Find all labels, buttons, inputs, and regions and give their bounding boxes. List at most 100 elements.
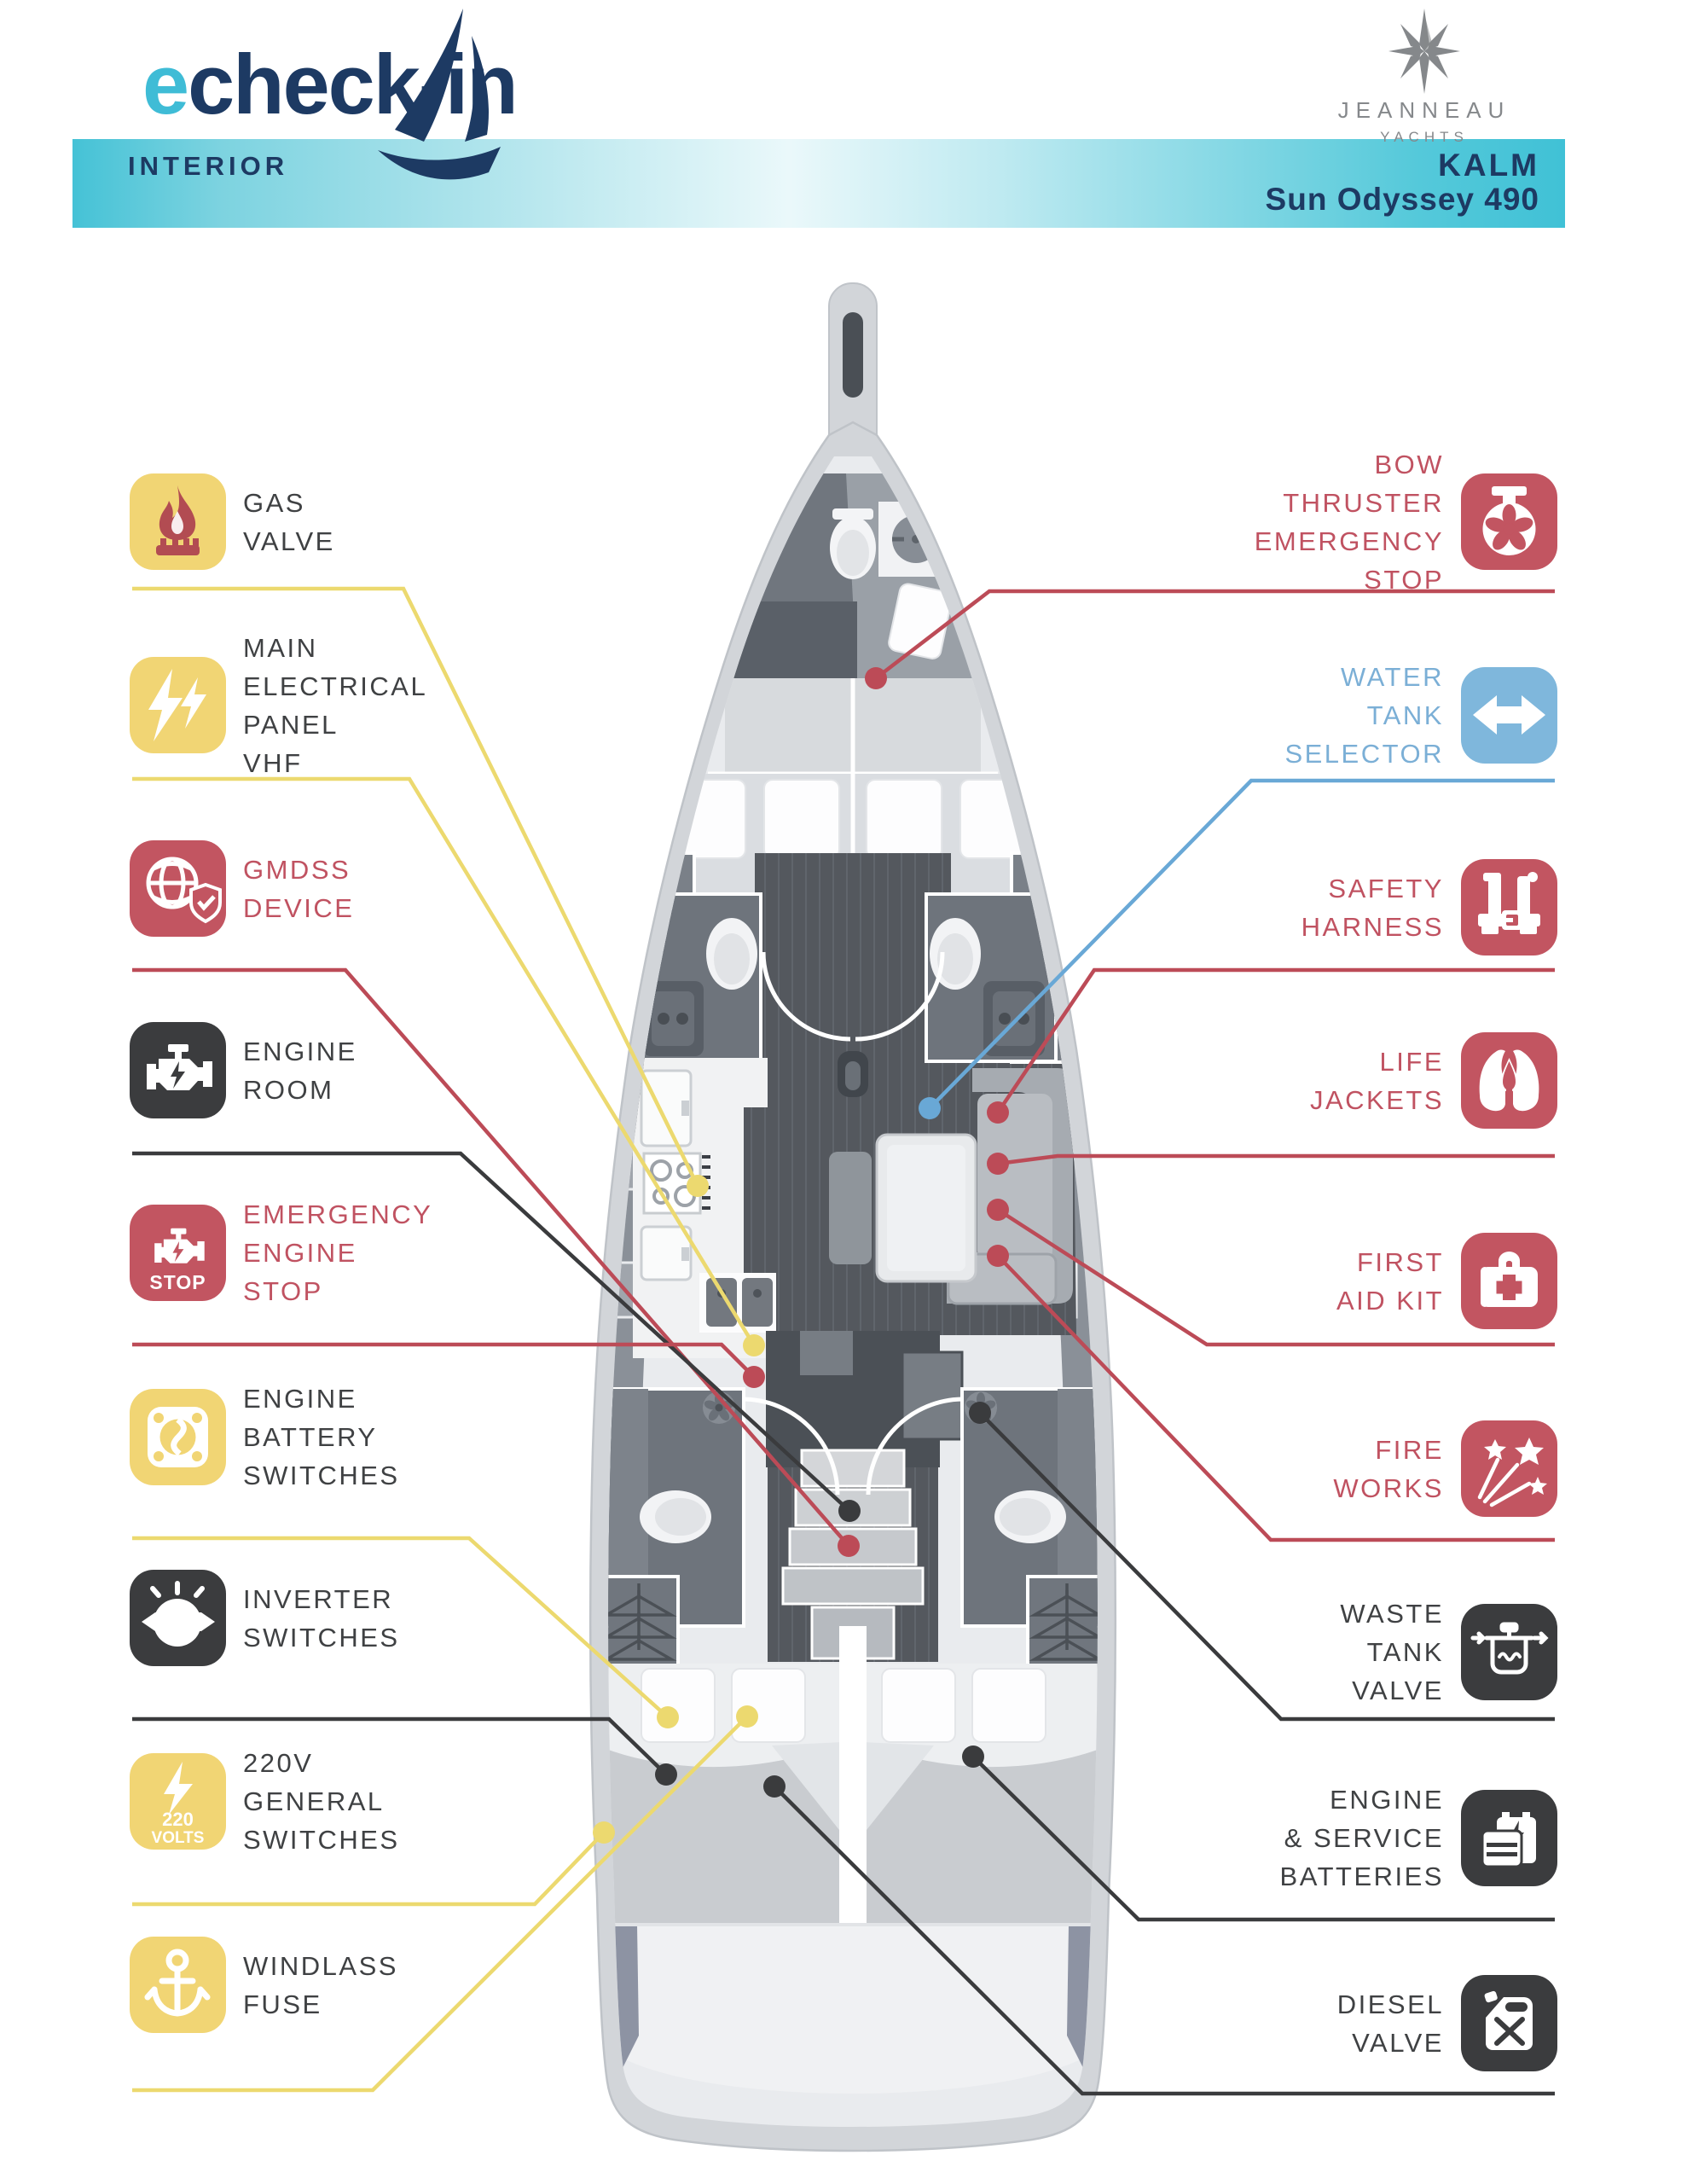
marker-water-tank-selector[interactable] [919, 1097, 941, 1119]
callout-fire-works[interactable]: FIRE WORKS [1333, 1420, 1557, 1517]
callout-label-gmdss-device: GMDSS DEVICE [243, 854, 355, 923]
engine-stop-icon: STOP [130, 1205, 226, 1301]
marker-emergency-engine-stop[interactable] [743, 1366, 765, 1388]
callout-inverter-switches[interactable]: INVERTER SWITCHES [130, 1570, 400, 1666]
connector-engine-battery-switches [132, 1536, 670, 1719]
connector-life-jackets [997, 1153, 1555, 1166]
callout-label-diesel-valve: DIESEL VALVE [1336, 1989, 1444, 2058]
rotary-switch-icon [130, 1570, 226, 1666]
connector-engine-service-batteries [971, 1755, 1555, 1922]
callout-label-safety-harness: SAFETY HARNESS [1301, 873, 1444, 942]
flame-icon [130, 473, 226, 570]
double-arrow-icon [1461, 667, 1557, 764]
logo-e: e [142, 37, 189, 131]
callout-label-life-jackets: LIFE JACKETS [1309, 1046, 1444, 1115]
callout-windlass-fuse[interactable]: WINDLASS FUSE [130, 1937, 398, 2033]
svg-text:VOLTS: VOLTS [152, 1829, 205, 1847]
aft-cabins [608, 1626, 1098, 1926]
interior [608, 473, 1098, 2094]
callout-label-water-tank-selector: WATER TANK SELECTOR [1284, 662, 1444, 769]
callout-label-engine-room: ENGINE ROOM [243, 1036, 357, 1105]
marker-engine-battery-switches[interactable] [657, 1706, 679, 1728]
marker-engine-service-batteries[interactable] [962, 1745, 984, 1768]
jerry-can-icon [1461, 1975, 1557, 2071]
bow-thruster-icon [1461, 473, 1557, 570]
connector-waste-tank-valve [978, 1411, 1555, 1722]
marker-life-jackets[interactable] [987, 1153, 1009, 1175]
connector-bow-thruster-emergency-stop [874, 589, 1555, 680]
connector-water-tank-selector [928, 778, 1555, 1110]
marker-waste-tank-valve[interactable] [969, 1402, 991, 1424]
callout-first-aid-kit[interactable]: FIRST AID KIT [1336, 1233, 1557, 1329]
connector-first-aid-kit [996, 1208, 1555, 1347]
marker-engine-room[interactable] [838, 1500, 861, 1522]
brand-sub: YACHTS [1380, 129, 1469, 145]
callout-life-jackets[interactable]: LIFE JACKETS [1310, 1032, 1557, 1129]
life-jacket-icon [1461, 1032, 1557, 1129]
callout-label-gas-valve: GAS VALVE [243, 487, 335, 556]
mast-post-arch [845, 1061, 861, 1090]
callout-label-windlass-fuse: WINDLASS FUSE [243, 1950, 398, 2019]
boat-id: KALM Sun Odyssey 490 [1266, 148, 1539, 217]
marker-fire-works[interactable] [987, 1245, 1009, 1267]
callout-bow-thruster-emergency-stop[interactable]: BOW THRUSTER EMERGENCY STOP [1255, 450, 1557, 595]
callout-safety-harness[interactable]: SAFETY HARNESS [1301, 859, 1557, 956]
globe-shield-icon [130, 840, 226, 937]
wardrobe-hangers-icon [1029, 1583, 1098, 1661]
callout-engine-service-batteries[interactable]: ENGINE & SERVICE BATTERIES [1280, 1785, 1557, 1891]
section-title: INTERIOR [128, 151, 289, 181]
callout-label-emergency-engine-stop: EMERGENCY ENGINE STOP [243, 1199, 433, 1306]
connector-inverter-switches [132, 1716, 668, 1776]
callout-label-inverter-switches: INVERTER SWITCHES [243, 1583, 400, 1653]
bow-sprit [828, 282, 878, 463]
connector-emergency-engine-stop [132, 1342, 756, 1379]
wardrobe-hangers-icon [608, 1583, 677, 1661]
callout-label-main-electrical-panel: MAIN ELECTRICAL PANEL VHF [243, 632, 428, 778]
lightning-220v-icon: 220 VOLTS [130, 1753, 226, 1850]
callout-engine-room[interactable]: ENGINE ROOM [130, 1022, 357, 1118]
sailboat-logo-icon [378, 9, 501, 180]
batteries-icon [1461, 1790, 1557, 1886]
marker-diesel-valve[interactable] [763, 1775, 786, 1798]
callout-water-tank-selector[interactable]: WATER TANK SELECTOR [1284, 662, 1557, 769]
marker-first-aid-kit[interactable] [987, 1199, 1009, 1221]
marker-bow-thruster-emergency-stop[interactable] [865, 667, 887, 689]
connector-gas-valve [132, 586, 700, 1187]
callout-waste-tank-valve[interactable]: WASTE TANK VALVE [1340, 1599, 1557, 1705]
connector-diesel-valve [773, 1785, 1555, 2096]
callout-label-engine-battery-switches: ENGINE BATTERY SWITCHES [243, 1384, 400, 1490]
callout-gmdss-device[interactable]: GMDSS DEVICE [130, 840, 354, 937]
marker-220v-general-switches[interactable] [593, 1821, 615, 1844]
header-band [72, 139, 1565, 228]
battery-switch-icon [130, 1389, 226, 1485]
marker-gas-valve[interactable] [687, 1175, 709, 1197]
double-lightning-icon [130, 657, 226, 753]
fireworks-icon [1461, 1420, 1557, 1517]
callout-gas-valve[interactable]: GAS VALVE [130, 473, 335, 570]
first-aid-icon [1461, 1233, 1557, 1329]
marker-inverter-switches[interactable] [655, 1763, 677, 1786]
callout-engine-battery-switches[interactable]: ENGINE BATTERY SWITCHES [130, 1384, 400, 1490]
connector-windlass-fuse [132, 1715, 749, 2093]
echeckin-logo: echeck-in [142, 36, 519, 133]
jeanneau-brand: JEANNEAU YACHTS [1313, 9, 1535, 146]
mid-heads [629, 892, 1058, 1063]
brand-name: JEANNEAU [1337, 97, 1511, 123]
connector-safety-harness [996, 967, 1555, 1114]
anchor-icon [130, 1937, 226, 2033]
stern-area [608, 1923, 1098, 2094]
connector-main-electrical-panel [132, 776, 756, 1347]
callout-label-fire-works: FIRE WORKS [1333, 1434, 1444, 1503]
marker-main-electrical-panel[interactable] [743, 1334, 765, 1356]
marker-windlass-fuse[interactable] [736, 1705, 758, 1728]
callout-diesel-valve[interactable]: DIESEL VALVE [1337, 1975, 1557, 2071]
callout-main-electrical-panel[interactable]: MAIN ELECTRICAL PANEL VHF [130, 633, 427, 778]
connector-220v-general-switches [132, 1831, 606, 1907]
marker-gmdss-device[interactable] [838, 1535, 860, 1557]
waste-tank-icon [1461, 1604, 1557, 1700]
marker-safety-harness[interactable] [987, 1101, 1009, 1124]
callout-label-bow-thruster-emergency-stop: BOW THRUSTER EMERGENCY STOP [1254, 449, 1444, 595]
